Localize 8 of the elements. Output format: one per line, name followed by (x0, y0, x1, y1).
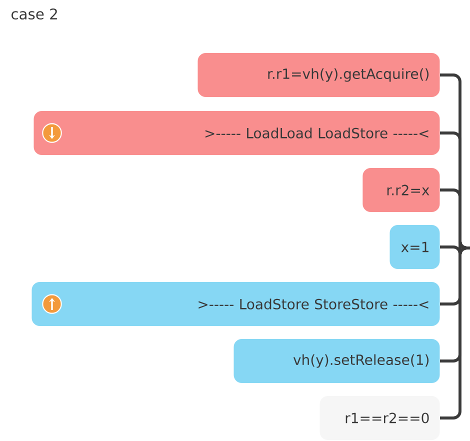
process-box: r.r2=x (362, 168, 440, 212)
process-box: x=1 (390, 225, 440, 269)
process-box: >----- LoadLoad LoadStore -----< (34, 111, 440, 155)
process-box: >----- LoadStore StoreStore -----< (32, 282, 440, 326)
process-box: r1==r2==0 (320, 396, 440, 440)
process-box: r.r1=vh(y).getAcquire() (198, 53, 440, 97)
process-box: vh(y).setRelease(1) (234, 339, 440, 383)
title: case 2 (12, 8, 57, 20)
